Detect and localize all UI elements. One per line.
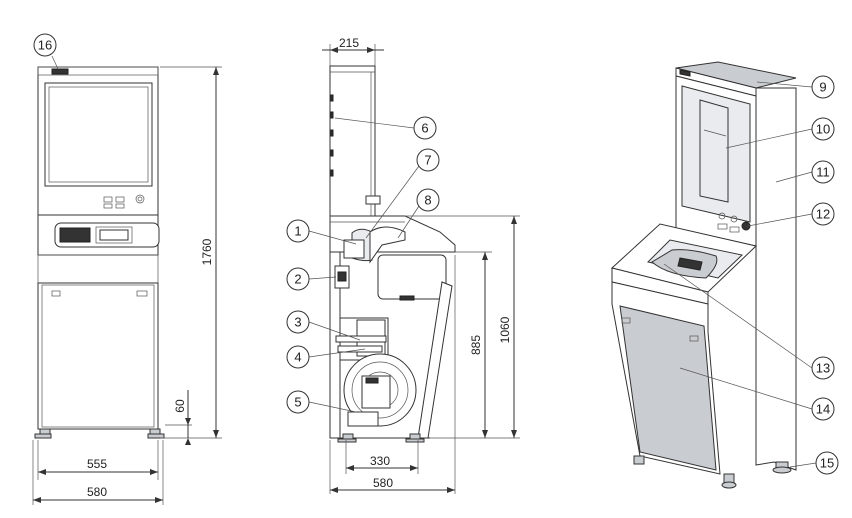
callout-8 [416,188,440,212]
callout-9-label: 9 [819,80,826,95]
callout-4 [286,345,310,369]
callout-6-label: 6 [421,121,428,136]
callout-10 [811,117,835,141]
dim-side-top-depth: 215 [339,36,359,50]
callout-1-label: 1 [294,224,301,239]
iso-side-panel [755,87,797,471]
callout-13 [811,356,835,380]
callout-14 [811,397,835,421]
callout-8-label: 8 [424,193,431,208]
side-hinge [365,195,381,205]
callout-2 [286,267,310,291]
callouts: 16 1 2 3 4 5 6 7 8 9 [33,33,839,475]
front-button-1 [103,196,113,203]
dim-side-counter-height: 885 [469,335,483,355]
front-screen [44,82,153,187]
callout-3-label: 3 [294,315,301,330]
callout-1 [286,219,310,243]
dim-side-total-depth: 580 [373,476,393,490]
callout-5-label: 5 [294,395,301,410]
iso-control-knob [741,221,751,231]
callout-16-label: 16 [38,38,52,53]
iso-front-door [619,305,717,471]
callout-14-label: 14 [816,402,830,417]
front-knob [135,194,145,204]
callout-9 [811,75,835,99]
callout-12-label: 12 [816,207,830,222]
callout-4-label: 4 [294,350,301,365]
callout-6 [413,116,437,140]
iso-foot [772,466,792,474]
dim-front-outer-width: 580 [87,485,107,499]
front-foot-right [149,428,161,435]
callout-7-label: 7 [424,153,431,168]
dim-front-inner-width: 555 [87,457,107,471]
callout-2-label: 2 [294,272,301,287]
dim-side-base-depth: 330 [370,454,390,468]
callout-13-label: 13 [816,361,830,376]
callout-10-label: 10 [816,122,830,137]
front-view: 1760 60 555 580 [32,66,222,505]
front-foot-left [39,428,51,435]
front-slot [99,229,129,241]
front-button-2 [115,196,125,203]
dim-front-height: 1760 [200,238,214,265]
side-tank [377,254,447,300]
side-upper-column [329,65,376,217]
isometric-view [610,61,797,489]
callout-3 [286,310,310,334]
dim-side-top-height: 1060 [498,316,512,343]
callout-15 [815,451,839,475]
side-view: 215 [322,36,520,494]
front-lock-left [51,290,61,297]
dim-foot-height: 60 [173,399,187,413]
side-rear-panel [417,281,453,439]
front-lock-right [136,290,148,297]
callout-11 [811,160,835,184]
callout-12 [811,202,835,226]
callout-7 [416,148,440,172]
callout-5 [286,390,310,414]
front-top-vent [51,68,69,75]
callout-11-label: 11 [816,165,830,180]
front-grille [59,227,91,243]
front-lower-cabinet [37,282,159,430]
callout-15-label: 15 [820,456,834,471]
callout-16 [33,33,57,57]
